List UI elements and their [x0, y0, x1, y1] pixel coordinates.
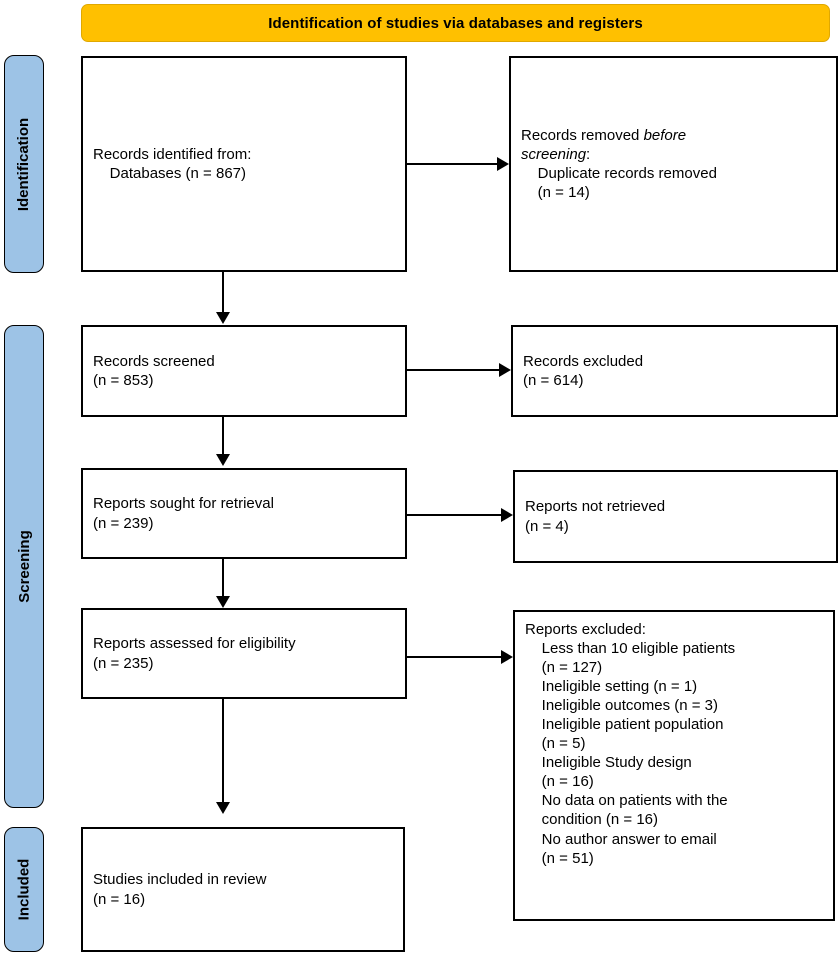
diagram-header-banner: Identification of studies via databases …	[81, 4, 830, 42]
arrowhead-screened-to-sought	[216, 454, 230, 466]
records-screened-line-2: (n = 853)	[93, 372, 154, 389]
box-reports-sought-for-retrieval: Reports sought for retrieval (n = 239)	[81, 468, 407, 559]
records-removed-line-1-plain: Records removed	[521, 126, 644, 144]
connector-identified-to-removed	[407, 163, 497, 165]
box-reports-excluded-reasons: Reports excluded: Less than 10 eligible …	[513, 610, 835, 921]
box-reports-not-retrieved: Reports not retrieved (n = 4)	[513, 470, 838, 563]
reports-excluded-heading: Reports excluded:	[525, 621, 646, 638]
arrowhead-identified-to-screened	[216, 312, 230, 324]
reports-excluded-item: Ineligible setting (n = 1)	[525, 678, 698, 696]
stage-label-screening-text: Screening	[15, 530, 33, 603]
reports-excluded-item: (n = 51)	[525, 849, 594, 867]
arrowhead-assessed-to-included	[216, 802, 230, 814]
records-removed-line-1-italic: before	[643, 126, 687, 144]
reports-excluded-item: (n = 5)	[525, 735, 586, 753]
records-identified-line-2: Databases (n = 867)	[93, 165, 247, 182]
reports-assessed-line-2: (n = 235)	[93, 654, 154, 672]
arrowhead-screened-to-excluded	[499, 363, 511, 377]
reports-excluded-item: Ineligible outcomes (n = 3)	[525, 697, 719, 715]
arrowhead-sought-to-assessed	[216, 596, 230, 608]
reports-excluded-item: Ineligible patient population	[525, 716, 724, 734]
reports-not-retrieved-line-1: Reports not retrieved	[525, 498, 666, 516]
connector-screened-to-excluded	[407, 369, 499, 371]
connector-identified-to-screened	[222, 272, 224, 314]
stage-label-identification-text: Identification	[15, 117, 33, 211]
box-records-identified: Records identified from: Databases (n = …	[81, 56, 407, 272]
box-studies-included-in-review: Studies included in review (n = 16)	[81, 827, 405, 952]
reports-assessed-line-1: Reports assessed for eligibility	[93, 635, 296, 653]
connector-assessed-to-included	[222, 699, 224, 803]
connector-sought-to-assessed	[222, 559, 224, 597]
reports-sought-line-2: (n = 239)	[93, 514, 154, 532]
records-identified-line-1: Records identified from:	[93, 145, 252, 163]
reports-excluded-item: (n = 16)	[525, 773, 594, 791]
stage-label-included-text: Included	[15, 858, 33, 921]
reports-excluded-item: (n = 127)	[525, 659, 603, 677]
arrowhead-sought-to-not-retrieved	[501, 508, 513, 522]
studies-included-line-1: Studies included in review	[93, 871, 267, 889]
records-screened-line-1: Records screened	[93, 352, 215, 370]
reports-excluded-item: condition (n = 16)	[525, 811, 658, 829]
diagram-title: Identification of studies via databases …	[268, 14, 643, 32]
records-removed-line-2-italic: screening	[521, 145, 587, 163]
records-excluded-line-2: (n = 614)	[523, 372, 584, 389]
records-removed-line-3: Duplicate records removed	[521, 165, 717, 182]
box-records-removed-before-screening: Records removed before screening: Duplic…	[509, 56, 838, 272]
stage-label-identification: Identification	[4, 55, 44, 273]
reports-excluded-item: Ineligible Study design	[525, 754, 692, 772]
box-records-excluded: Records excluded (n = 614)	[511, 325, 838, 417]
connector-screened-to-sought	[222, 417, 224, 455]
records-excluded-line-1: Records excluded	[523, 352, 644, 370]
box-records-screened: Records screened (n = 853)	[81, 325, 407, 417]
reports-excluded-item: No data on patients with the	[525, 792, 728, 810]
studies-included-line-2: (n = 16)	[93, 890, 146, 908]
stage-label-screening: Screening	[4, 325, 44, 808]
stage-label-included: Included	[4, 827, 44, 952]
reports-excluded-item: Less than 10 eligible patients	[525, 640, 736, 658]
records-removed-line-1: Records removed before	[521, 126, 826, 145]
records-removed-line-4: (n = 14)	[521, 184, 590, 202]
connector-assessed-to-reports-excluded	[407, 656, 501, 658]
records-removed-line-2: screening:	[521, 145, 826, 164]
records-removed-line-2-colon: :	[586, 145, 591, 163]
reports-excluded-item: No author answer to email	[525, 830, 717, 848]
connector-sought-to-not-retrieved	[407, 514, 501, 516]
arrowhead-assessed-to-reports-excluded	[501, 650, 513, 664]
arrowhead-identified-to-removed	[497, 157, 509, 171]
reports-sought-line-1: Reports sought for retrieval	[93, 495, 274, 513]
box-reports-assessed-for-eligibility: Reports assessed for eligibility (n = 23…	[81, 608, 407, 699]
reports-not-retrieved-line-2: (n = 4)	[525, 517, 569, 535]
